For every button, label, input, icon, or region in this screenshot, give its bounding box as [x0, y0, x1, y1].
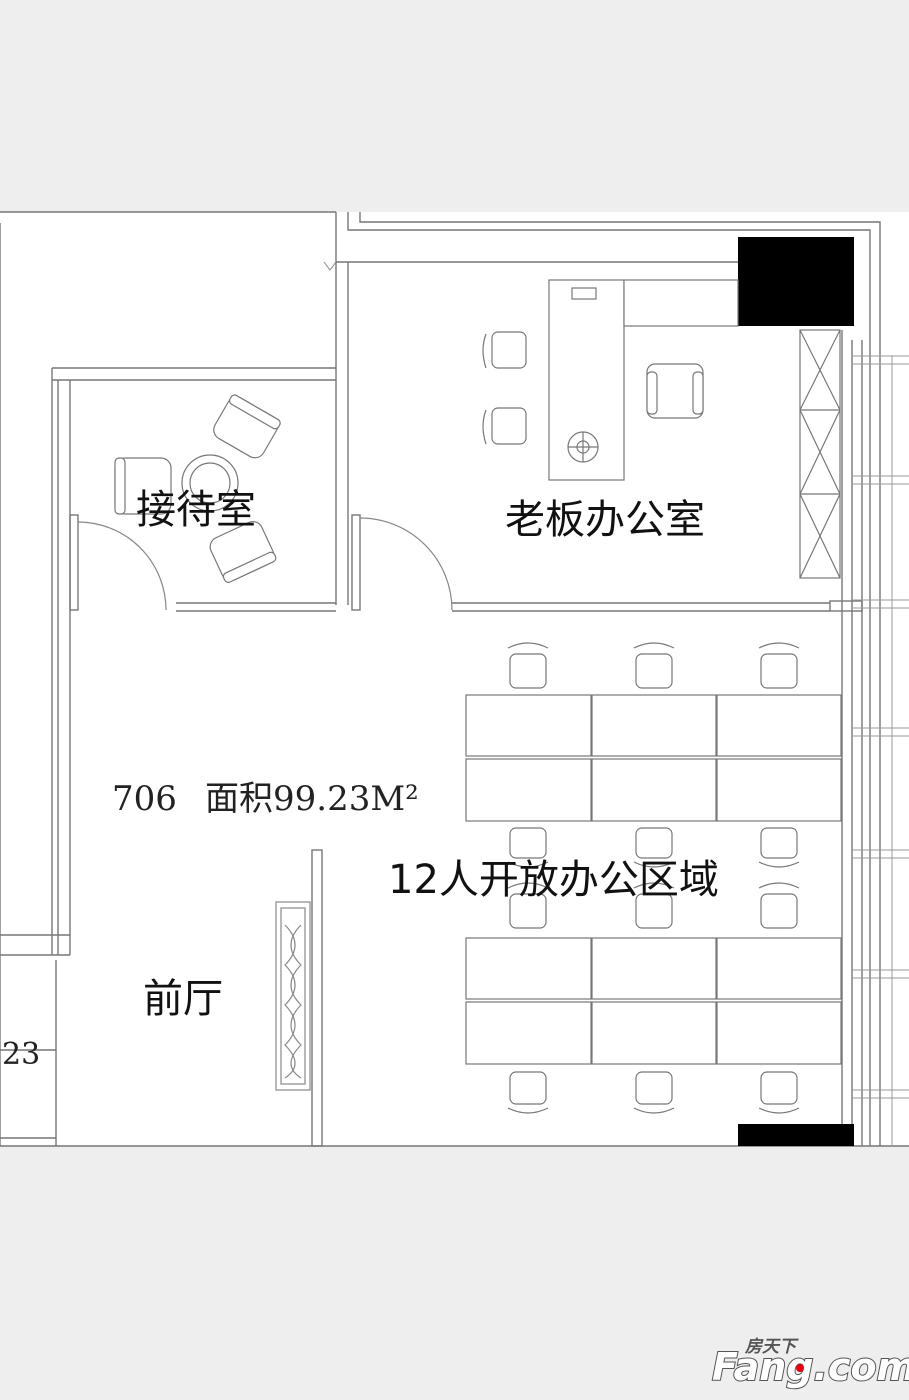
- watermark-brand-en: Fang.com: [712, 1345, 909, 1389]
- watermark-dot: [796, 1364, 804, 1372]
- guest-chair: [491, 407, 527, 445]
- side-number: 23: [2, 1037, 40, 1072]
- guest-chair: [491, 331, 527, 369]
- reception-furniture: [114, 394, 281, 583]
- room-label-boss-office: 老板办公室: [505, 497, 705, 543]
- desk-cluster-2: [465, 937, 842, 1065]
- room-label-front-hall: 前厅: [143, 976, 223, 1022]
- north-marker: [323, 261, 337, 271]
- area-label: 面积99.23M²: [205, 779, 419, 819]
- window-mullions: [852, 355, 909, 1146]
- room-label-open-office: 12人开放办公区域: [388, 857, 719, 903]
- decor-panel: [275, 901, 311, 1091]
- bookcase: [799, 329, 841, 579]
- column-top-right: [738, 237, 854, 326]
- unit-number: 706: [112, 779, 177, 819]
- room-label-reception: 接待室: [136, 487, 256, 533]
- office-chairs: [507, 642, 800, 1114]
- brand-watermark: 房天下 Fang.com: [711, 1337, 909, 1390]
- boss-office-furniture: [482, 279, 841, 579]
- column-bottom-right: [738, 1124, 854, 1146]
- watermark-brand-cn: 房天下: [744, 1337, 799, 1357]
- desk-cluster-1: [465, 694, 842, 822]
- door-swings: [77, 517, 453, 611]
